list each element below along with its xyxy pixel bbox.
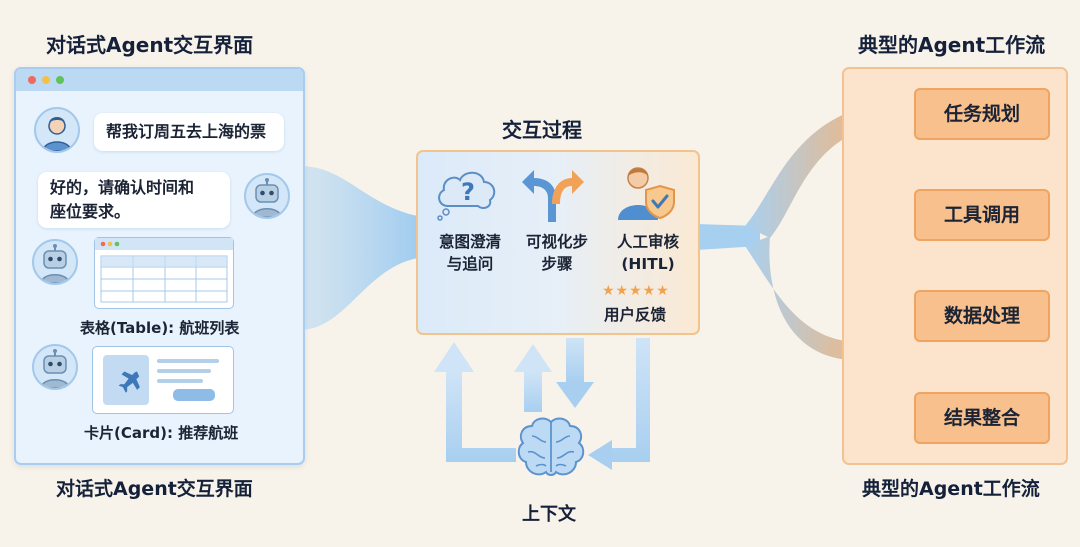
- loop-left-arrow: [446, 372, 516, 462]
- right-stream-flow: [696, 224, 760, 250]
- robot-avatar-icon: [244, 173, 290, 219]
- close-dot-icon: [28, 76, 36, 84]
- interaction-process-box: ? 意图澄清 与追问 可视化步 步骤 人工审核 (HITL) ★★★★★ 用户反…: [416, 150, 700, 335]
- minimize-dot-icon: [42, 76, 50, 84]
- center-title: 交互过程: [502, 118, 582, 142]
- feedback-label: 用户反馈: [604, 306, 667, 324]
- agent-message-line2: 座位要求。: [50, 202, 131, 221]
- chat-window: 帮我订周五去上海的票 好的，请确认时间和 座位要求。: [14, 67, 305, 465]
- card-caption: 卡片(Card): 推荐航班: [84, 424, 239, 442]
- split-arrows-icon: [522, 164, 584, 222]
- left-funnel-flow: [300, 166, 418, 330]
- maximize-dot-icon: [56, 76, 64, 84]
- loop-right-arrow: [612, 338, 650, 462]
- agent-message-bubble: 好的，请确认时间和 座位要求。: [38, 172, 230, 228]
- loop-inner-down-arrow: [566, 338, 584, 382]
- loop-inner-up-arrow: [524, 372, 542, 412]
- loop-inner-down-arrowhead: [556, 382, 594, 408]
- right-panel-subtitle: 典型的Agent工作流: [862, 478, 1040, 500]
- user-avatar-icon: [34, 107, 80, 153]
- step-tool-calling: 工具调用: [914, 189, 1050, 241]
- lower-branch-arrow: [745, 236, 900, 376]
- flight-table-widget: [94, 237, 234, 309]
- human-shield-icon: [616, 162, 682, 222]
- question-cloud-icon: ?: [432, 162, 502, 222]
- context-label: 上下文: [522, 504, 576, 525]
- brain-icon: [514, 414, 588, 484]
- user-message-bubble: 帮我订周五去上海的票: [94, 113, 284, 151]
- step-result-integration: 结果整合: [914, 392, 1050, 444]
- loop-right-arrowhead: [588, 440, 612, 470]
- robot-avatar-icon: [32, 344, 78, 390]
- step-data-processing: 数据处理: [914, 290, 1050, 342]
- robot-avatar-icon: [32, 239, 78, 285]
- flight-card-widget: [92, 346, 234, 414]
- visual-steps-label: 可视化步 步骤: [525, 233, 588, 273]
- clarify-label: 意图澄清 与追问: [438, 233, 501, 273]
- rating-stars-icon: ★★★★★: [602, 283, 670, 299]
- right-panel-title: 典型的Agent工作流: [858, 33, 1046, 57]
- left-panel-title: 对话式Agent交互界面: [46, 33, 254, 57]
- left-panel-subtitle: 对话式Agent交互界面: [56, 478, 253, 500]
- step-task-planning: 任务规划: [914, 88, 1050, 140]
- loop-inner-up-arrowhead: [514, 344, 552, 372]
- agent-message-line1: 好的，请确认时间和: [50, 178, 195, 197]
- hitl-label: 人工审核 (HITL): [616, 233, 679, 273]
- svg-text:?: ?: [461, 178, 475, 206]
- table-caption: 表格(Table): 航班列表: [80, 319, 240, 337]
- loop-left-arrowhead: [434, 342, 474, 372]
- window-titlebar: [16, 69, 303, 91]
